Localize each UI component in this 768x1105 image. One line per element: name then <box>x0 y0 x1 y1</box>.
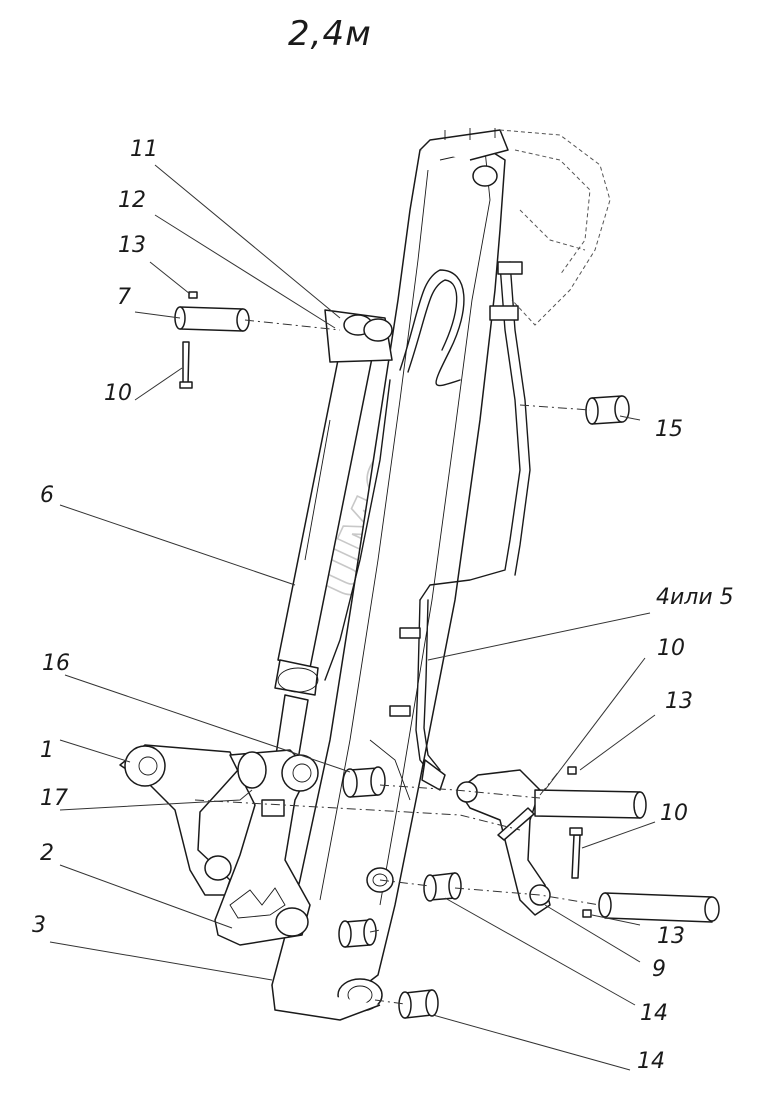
callout-2: 2 <box>40 841 54 866</box>
callout-10-right-upper: 10 <box>657 636 685 661</box>
callout-4-or-5: 4или 5 <box>656 585 734 610</box>
callout-16: 16 <box>42 651 70 676</box>
link-part-1 <box>119 744 239 896</box>
callout-7: 7 <box>117 285 131 310</box>
nut-13-right-upper <box>567 766 577 775</box>
nut-13-right-lower <box>582 909 592 918</box>
callout-14-lower: 14 <box>637 1049 665 1074</box>
drawing-title: 2,4м <box>288 14 372 54</box>
bolt-10-right <box>569 827 583 879</box>
hydraulic-cylinder <box>274 309 393 761</box>
bushing-15 <box>585 395 630 425</box>
callout-13-right-lower: 13 <box>657 924 685 949</box>
callout-17: 17 <box>40 786 68 811</box>
callouts: 1 2 3 4или 5 6 7 9 10 10 10 11 12 13 13 … <box>32 137 734 1074</box>
callout-12: 12 <box>118 188 146 213</box>
pin-7 <box>174 291 250 332</box>
bushing-14-upper <box>423 872 462 902</box>
callout-11: 11 <box>130 137 158 162</box>
link-part-2 <box>214 749 319 946</box>
pin-right-upper <box>497 789 647 841</box>
callout-15: 15 <box>655 417 683 442</box>
callout-6: 6 <box>40 483 54 508</box>
callout-10-right-lower: 10 <box>660 801 688 826</box>
callout-14-upper: 14 <box>640 1001 668 1026</box>
bushing-16 <box>342 766 386 798</box>
leader-lines <box>49 164 656 1071</box>
bolt-10-left <box>179 341 193 389</box>
bushing-17 <box>338 918 377 948</box>
pin-right-lower <box>598 892 720 923</box>
callout-13-right-upper: 13 <box>665 689 693 714</box>
callout-9: 9 <box>652 957 666 982</box>
link-part-9 <box>456 769 551 916</box>
hydraulic-hoses <box>324 261 531 791</box>
bucket-outline <box>499 129 611 326</box>
callout-3: 3 <box>32 913 46 938</box>
callout-13-left: 13 <box>118 233 146 258</box>
bushing-14-lower <box>398 989 439 1019</box>
callout-10-left: 10 <box>104 381 132 406</box>
callout-1: 1 <box>40 738 54 763</box>
